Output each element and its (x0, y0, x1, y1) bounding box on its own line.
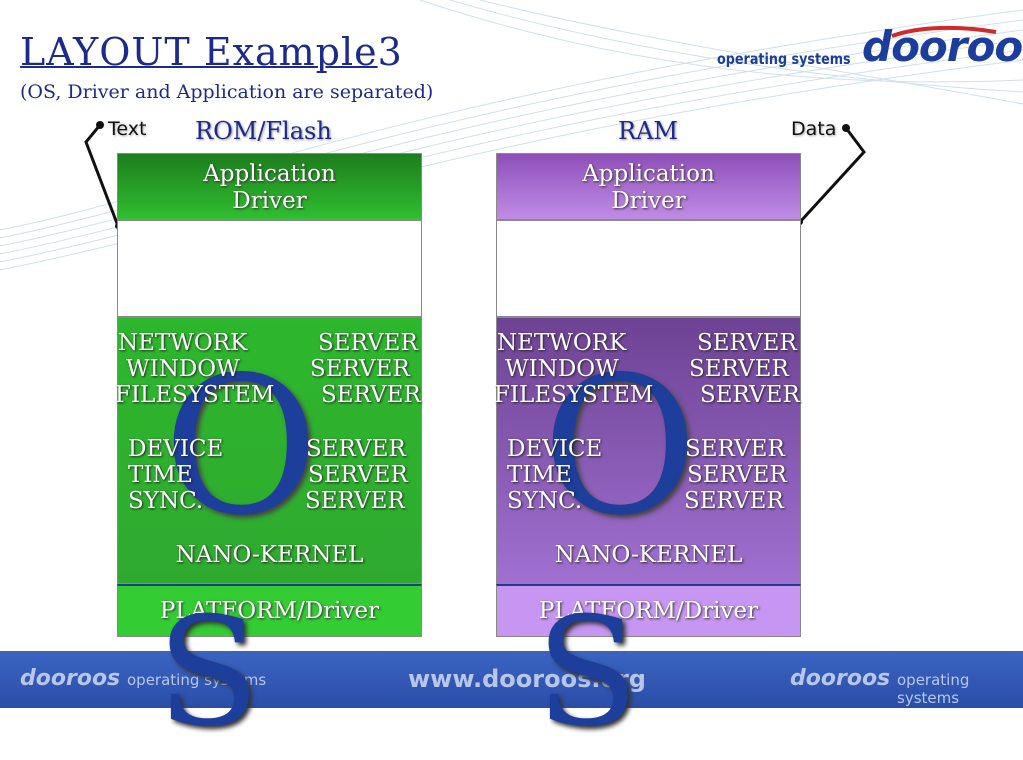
rom-flash-label: ROM/Flash (195, 117, 332, 145)
server-name: SYNC. (128, 488, 204, 514)
ram-stack: Application Driver O NETWORK SERVER WIND… (494, 153, 801, 637)
page-subtitle: (OS, Driver and Application are separate… (20, 81, 434, 103)
platform-driver-block: PLATFORM/Driver (496, 584, 801, 637)
text-callout: Text (108, 118, 147, 140)
server-type: SERVER (318, 330, 418, 356)
brand-logo: dooroos (862, 22, 1023, 71)
server-name: WINDOW (126, 356, 240, 382)
footer-url-link[interactable]: www.dooroos.org (408, 665, 646, 693)
server-type: SERVER (685, 436, 785, 462)
data-callout: Data (791, 118, 837, 140)
footer-bar: dooroos operating systems www.dooroos.or… (0, 651, 1023, 708)
brand-tagline: operating systems (717, 50, 851, 68)
footer-tagline-right: operating systems (897, 671, 970, 707)
footer-tagline-left: operating systems (127, 671, 267, 689)
server-type: SERVER (310, 356, 410, 382)
server-name: NETWORK (118, 330, 248, 356)
platform-driver-label: PLATFORM/Driver (538, 598, 759, 624)
server-type: SERVER (308, 462, 408, 488)
server-type: SERVER (689, 356, 789, 382)
server-name: SYNC. (507, 488, 583, 514)
application-driver-block: Application Driver (117, 153, 422, 220)
os-letter-o: O (542, 336, 698, 557)
server-type: SERVER (305, 488, 405, 514)
os-letter-o: O (163, 336, 319, 557)
server-name: DEVICE (507, 436, 603, 462)
server-name: TIME (507, 462, 572, 488)
application-driver-block: Application Driver (496, 153, 801, 220)
os-letter-s: S (157, 586, 260, 760)
empty-region (496, 220, 801, 317)
os-block: O NETWORK SERVER WINDOW SERVER FILESYSTE… (115, 317, 422, 584)
server-name: TIME (128, 462, 193, 488)
platform-driver-label: PLATFORM/Driver (159, 598, 380, 624)
server-type: SERVER (700, 382, 800, 408)
server-type: SERVER (321, 382, 421, 408)
server-type: SERVER (697, 330, 797, 356)
server-name: DEVICE (128, 436, 224, 462)
driver-label: Driver (232, 188, 307, 214)
empty-region (117, 220, 422, 317)
server-type: SERVER (684, 488, 784, 514)
os-block: O NETWORK SERVER WINDOW SERVER FILESYSTE… (494, 317, 801, 584)
brand-swoosh-icon (891, 25, 997, 38)
os-letter-s: S (536, 586, 639, 760)
footer-logo-right: dooroos (790, 666, 891, 691)
application-label: Application (203, 161, 336, 187)
server-name: FILESYSTEM (115, 382, 275, 408)
footer-logo-left: dooroos (20, 666, 121, 691)
nano-kernel-label: NANO-KERNEL (554, 542, 743, 568)
application-label: Application (582, 161, 715, 187)
rom-flash-stack: Application Driver O NETWORK SERVER WIND… (115, 153, 422, 637)
server-name: WINDOW (505, 356, 619, 382)
driver-label: Driver (611, 188, 686, 214)
nano-kernel-label: NANO-KERNEL (175, 542, 364, 568)
server-type: SERVER (306, 436, 406, 462)
ram-label: RAM (618, 117, 678, 145)
page-title: LAYOUT Example3 (20, 30, 403, 74)
server-name: NETWORK (497, 330, 627, 356)
server-name: FILESYSTEM (494, 382, 654, 408)
platform-driver-block: PLATFORM/Driver (117, 584, 422, 637)
server-type: SERVER (687, 462, 787, 488)
